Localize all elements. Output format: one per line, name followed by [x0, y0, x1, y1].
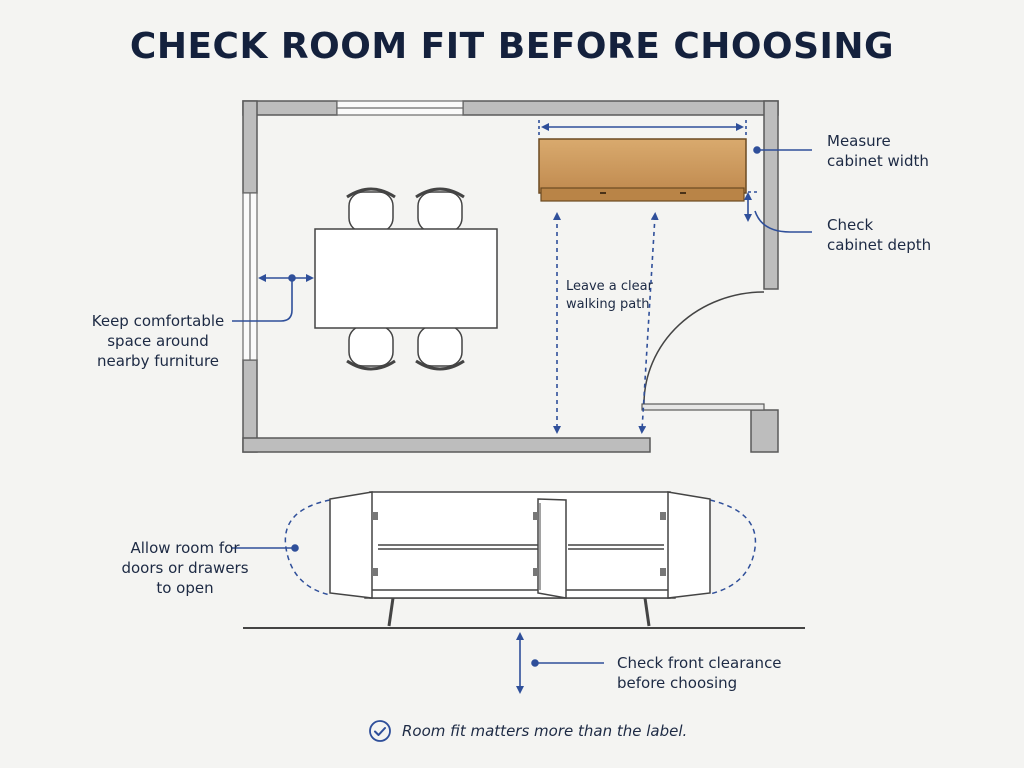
label-furniture-space: Keep comfortable space around nearby fur… [91, 312, 225, 370]
chair [346, 325, 396, 371]
chair [415, 187, 465, 233]
dimension-lines-front [232, 544, 604, 694]
page-title: CHECK ROOM FIT BEFORE CHOOSING [129, 26, 895, 67]
top-window [336, 100, 464, 116]
check-circle-icon [369, 720, 391, 742]
room-walls [242, 100, 779, 453]
label-cabinet-depth: Check cabinet depth [827, 216, 932, 254]
left-window [242, 192, 258, 361]
dining-table [314, 228, 498, 329]
footer-text: Room fit matters more than the label. [402, 722, 688, 740]
chair [415, 325, 465, 371]
cabinet-top-view [538, 138, 747, 202]
label-walking-path: Leave a clear walking path [566, 279, 653, 312]
dining-set [314, 187, 498, 371]
footer-note: Room fit matters more than the label. [368, 718, 687, 744]
sideboard-front-view [284, 491, 757, 627]
label-front-clearance: Check front clearance before choosing [617, 654, 782, 692]
label-doors-drawers: Allow room for doors or drawers to open [121, 539, 249, 597]
door-swing-arc [643, 291, 765, 405]
chair [346, 187, 396, 233]
dimension-lines-room [232, 120, 812, 434]
label-cabinet-width: Measure cabinet width [827, 132, 929, 170]
door-leaf [641, 403, 765, 411]
